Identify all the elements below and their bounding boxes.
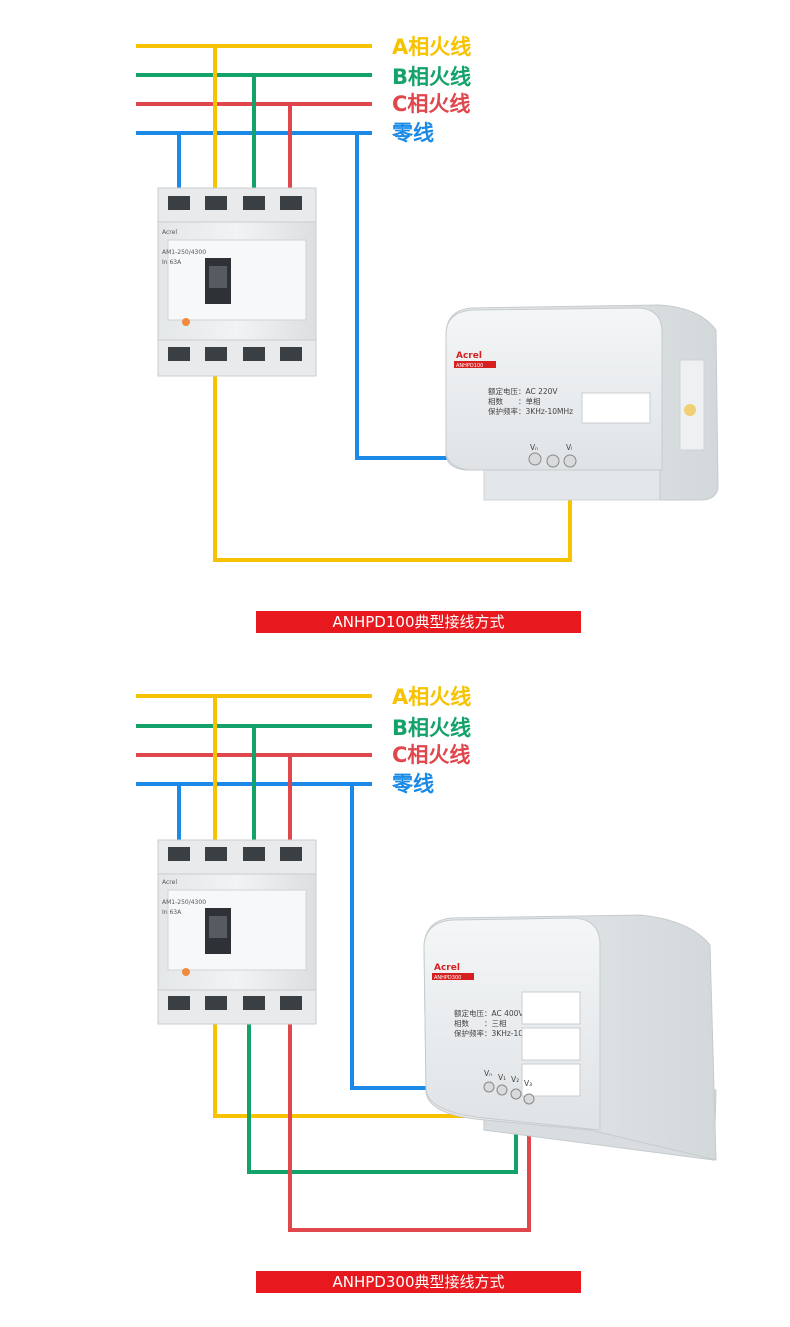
breaker-rating: In 63A bbox=[162, 259, 182, 266]
label2-phase-b: B相火线 bbox=[392, 716, 471, 740]
device1-term-n: Vₙ bbox=[530, 443, 538, 452]
section-anhpd300: AM1-250/4300 In 63A Acrel Acrel ANHPD300… bbox=[136, 685, 717, 1232]
label2-neutral: 零线 bbox=[391, 772, 434, 796]
section-anhpd100: AM1-250/4300 In 63A Acrel Acrel ANHPD100… bbox=[136, 35, 719, 562]
device1-term-l: Vₗ bbox=[566, 443, 572, 452]
breaker2-model: AM1-250/4300 bbox=[162, 899, 206, 906]
device-anhpd100: Acrel ANHPD100 额定电压：AC 220V 相数 ：单相 保护频率：… bbox=[445, 304, 719, 501]
device2-term-n: Vₙ bbox=[484, 1069, 492, 1078]
label-phase-b: B相火线 bbox=[392, 65, 471, 89]
device-anhpd300: Acrel ANHPD300 额定电压：AC 400V 相数 ：三相 保护频率：… bbox=[423, 914, 717, 1161]
device2-term-3: V₃ bbox=[524, 1079, 532, 1088]
breaker-brand: Acrel bbox=[162, 229, 177, 236]
device2-spec-voltage: 额定电压：AC 400V bbox=[454, 1008, 524, 1018]
label-phase-a: A相火线 bbox=[392, 35, 471, 59]
device1-spec-freq: 保护频率：3KHz-10MHz bbox=[488, 406, 573, 416]
label-phase-c: C相火线 bbox=[392, 92, 470, 116]
circuit-breaker-2: AM1-250/4300 In 63A Acrel bbox=[157, 839, 317, 1025]
device1-brand: Acrel bbox=[456, 351, 482, 361]
device2-model: ANHPD300 bbox=[434, 975, 461, 981]
label2-phase-a: A相火线 bbox=[392, 685, 471, 709]
device2-brand: Acrel bbox=[434, 963, 460, 973]
circuit-breaker-1: AM1-250/4300 In 63A Acrel bbox=[157, 187, 317, 377]
label2-phase-c: C相火线 bbox=[392, 743, 470, 767]
device2-spec-freq: 保护频率：3KHz-10MHz bbox=[454, 1028, 539, 1038]
breaker2-rating: In 63A bbox=[162, 909, 182, 916]
device1-spec-voltage: 额定电压：AC 220V bbox=[488, 386, 558, 396]
device2-term-2: V₂ bbox=[511, 1075, 519, 1084]
caption-anhpd300: ANHPD300典型接线方式 bbox=[256, 1271, 581, 1293]
device2-term-1: V₁ bbox=[498, 1073, 506, 1082]
breaker2-brand: Acrel bbox=[162, 879, 177, 886]
phase2-c-to-device bbox=[288, 1005, 531, 1232]
device2-spec-phase: 相数 ：三相 bbox=[454, 1018, 507, 1028]
phase-a-to-device bbox=[213, 355, 572, 562]
caption-anhpd100: ANHPD100典型接线方式 bbox=[256, 611, 581, 633]
device1-spec-phase: 相数 ：单相 bbox=[488, 396, 541, 406]
device1-model: ANHPD100 bbox=[456, 363, 483, 369]
label-neutral: 零线 bbox=[391, 121, 434, 145]
breaker-model: AM1-250/4300 bbox=[162, 249, 206, 256]
